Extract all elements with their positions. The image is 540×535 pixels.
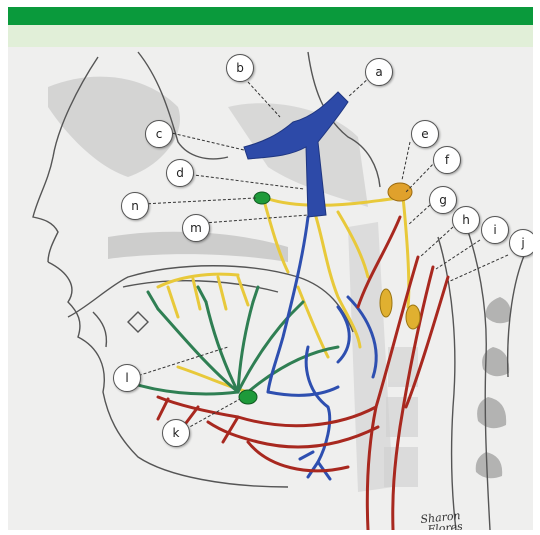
label-j: j [509, 229, 533, 257]
subheader-bar [8, 25, 533, 47]
label-e: e [411, 120, 439, 148]
label-d: d [166, 159, 194, 187]
nodose-ganglion [406, 305, 420, 329]
submandibular-ganglion [239, 390, 257, 404]
green-nerve-branches [128, 287, 338, 394]
label-c: c [145, 120, 173, 148]
label-f: f [433, 146, 461, 174]
label-k: k [162, 419, 190, 447]
signature-last: Flores [427, 521, 463, 530]
label-b: b [226, 54, 254, 82]
vertebrae [476, 297, 511, 478]
artist-signature: Sharon Flores [420, 510, 463, 530]
anatomy-drawing [8, 47, 533, 530]
pterygopalatine-ganglion [254, 192, 270, 204]
header-bar [8, 7, 533, 25]
label-m: m [182, 214, 210, 242]
anatomy-illustration: a b c d e f g h i j k l m n Sharon Flore… [8, 47, 533, 530]
label-l: l [113, 364, 141, 392]
label-i: i [481, 216, 509, 244]
label-n: n [121, 192, 149, 220]
geniculate-ganglion [388, 183, 412, 201]
label-a: a [365, 58, 393, 86]
superior-cervical-ganglion [380, 289, 392, 317]
label-h: h [452, 206, 480, 234]
label-g: g [429, 186, 457, 214]
